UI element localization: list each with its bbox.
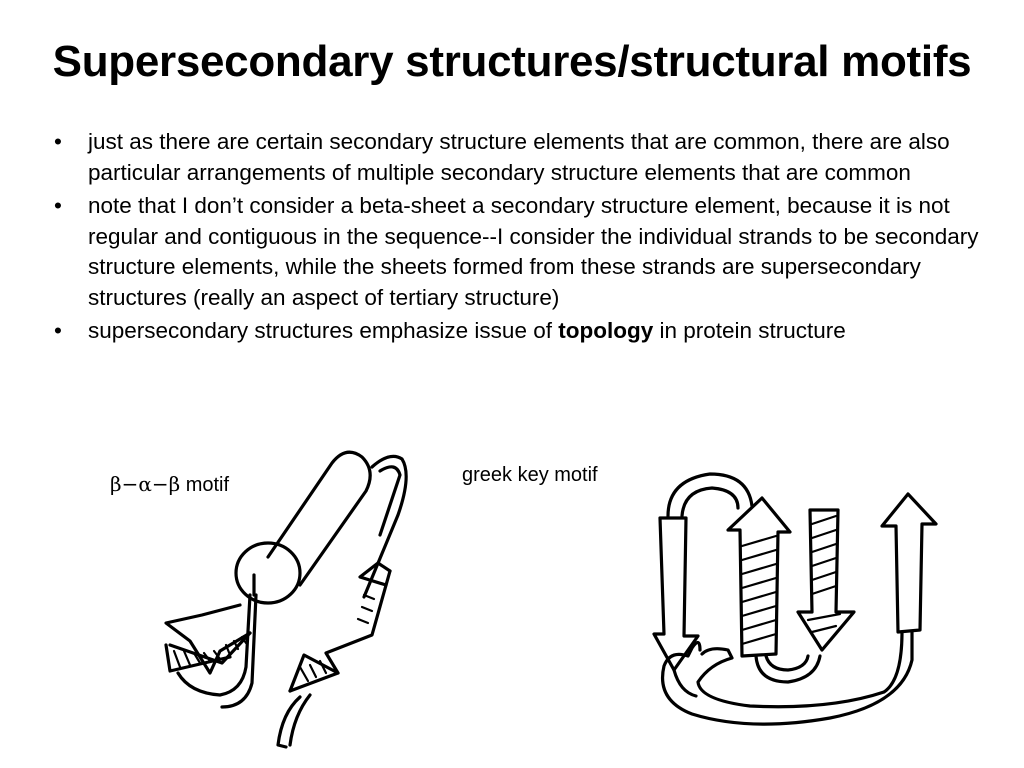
bullet-item: note that I don’t consider a beta-sheet … [52, 191, 987, 313]
bullet-list: just as there are certain secondary stru… [52, 127, 987, 350]
greek-letters: β−α−β [110, 472, 181, 496]
greek-key-motif-drawing [652, 472, 938, 726]
beta-alpha-beta-motif-drawing [164, 450, 408, 749]
greek-key-caption: greek key motif [462, 464, 598, 486]
bold-term: topology [558, 318, 654, 343]
beta-alpha-beta-caption: β−α−β motif [110, 474, 229, 495]
bullet-text: in protein structure [653, 318, 846, 343]
caption-label: motif [180, 474, 230, 496]
bullet-item: supersecondary structures emphasize issu… [52, 316, 987, 347]
slide-title: Supersecondary structures/structural mot… [52, 37, 972, 86]
bullet-text: supersecondary structures emphasize issu… [88, 318, 559, 343]
bullet-item: just as there are certain secondary stru… [52, 127, 987, 188]
